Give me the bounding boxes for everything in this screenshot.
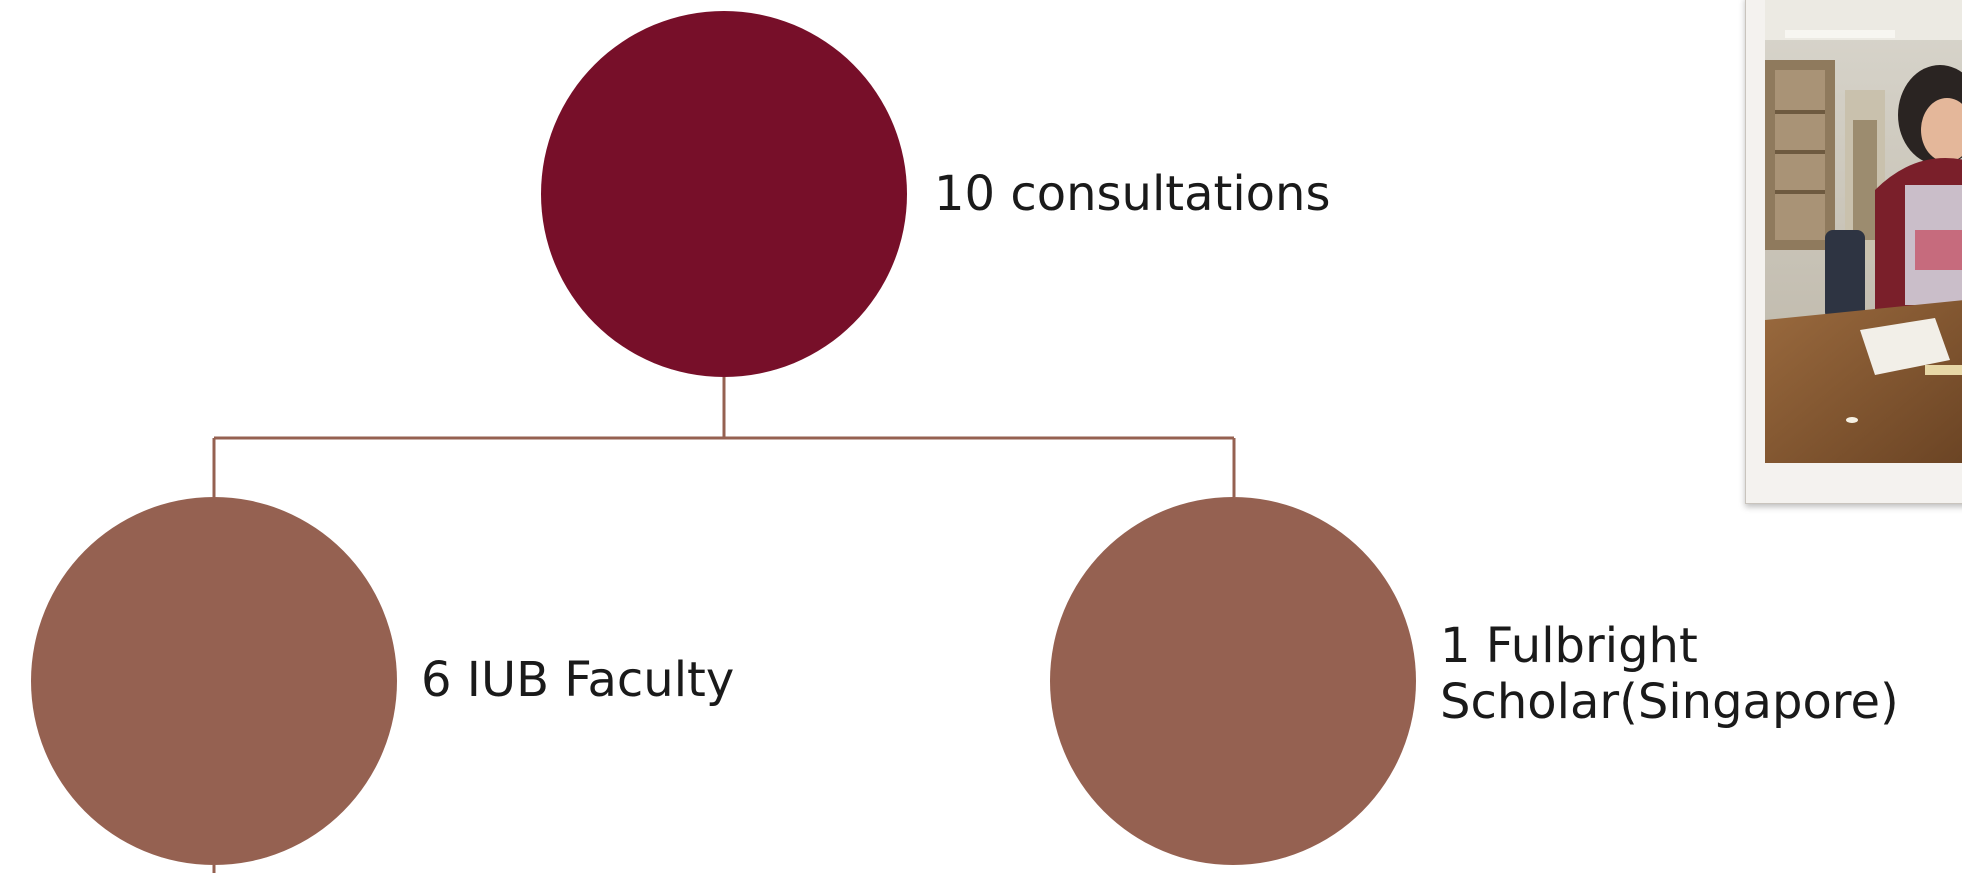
node-circle-consultations bbox=[541, 11, 907, 377]
node-circle-fulbright-scholar bbox=[1050, 497, 1416, 865]
photo-consultation-image bbox=[1765, 0, 1962, 463]
node-label-fulbright-line2: Scholar(Singapore) bbox=[1440, 674, 1899, 730]
node-label-fulbright-scholar: 1 Fulbright Scholar(Singapore) bbox=[1440, 618, 1899, 730]
node-label-consultations: 10 consultations bbox=[934, 166, 1331, 222]
node-circle-iub-faculty bbox=[31, 497, 397, 865]
node-label-iub-faculty: 6 IUB Faculty bbox=[421, 652, 735, 708]
consultation-photo bbox=[1765, 0, 1962, 463]
node-label-fulbright-line1: 1 Fulbright bbox=[1440, 618, 1698, 674]
